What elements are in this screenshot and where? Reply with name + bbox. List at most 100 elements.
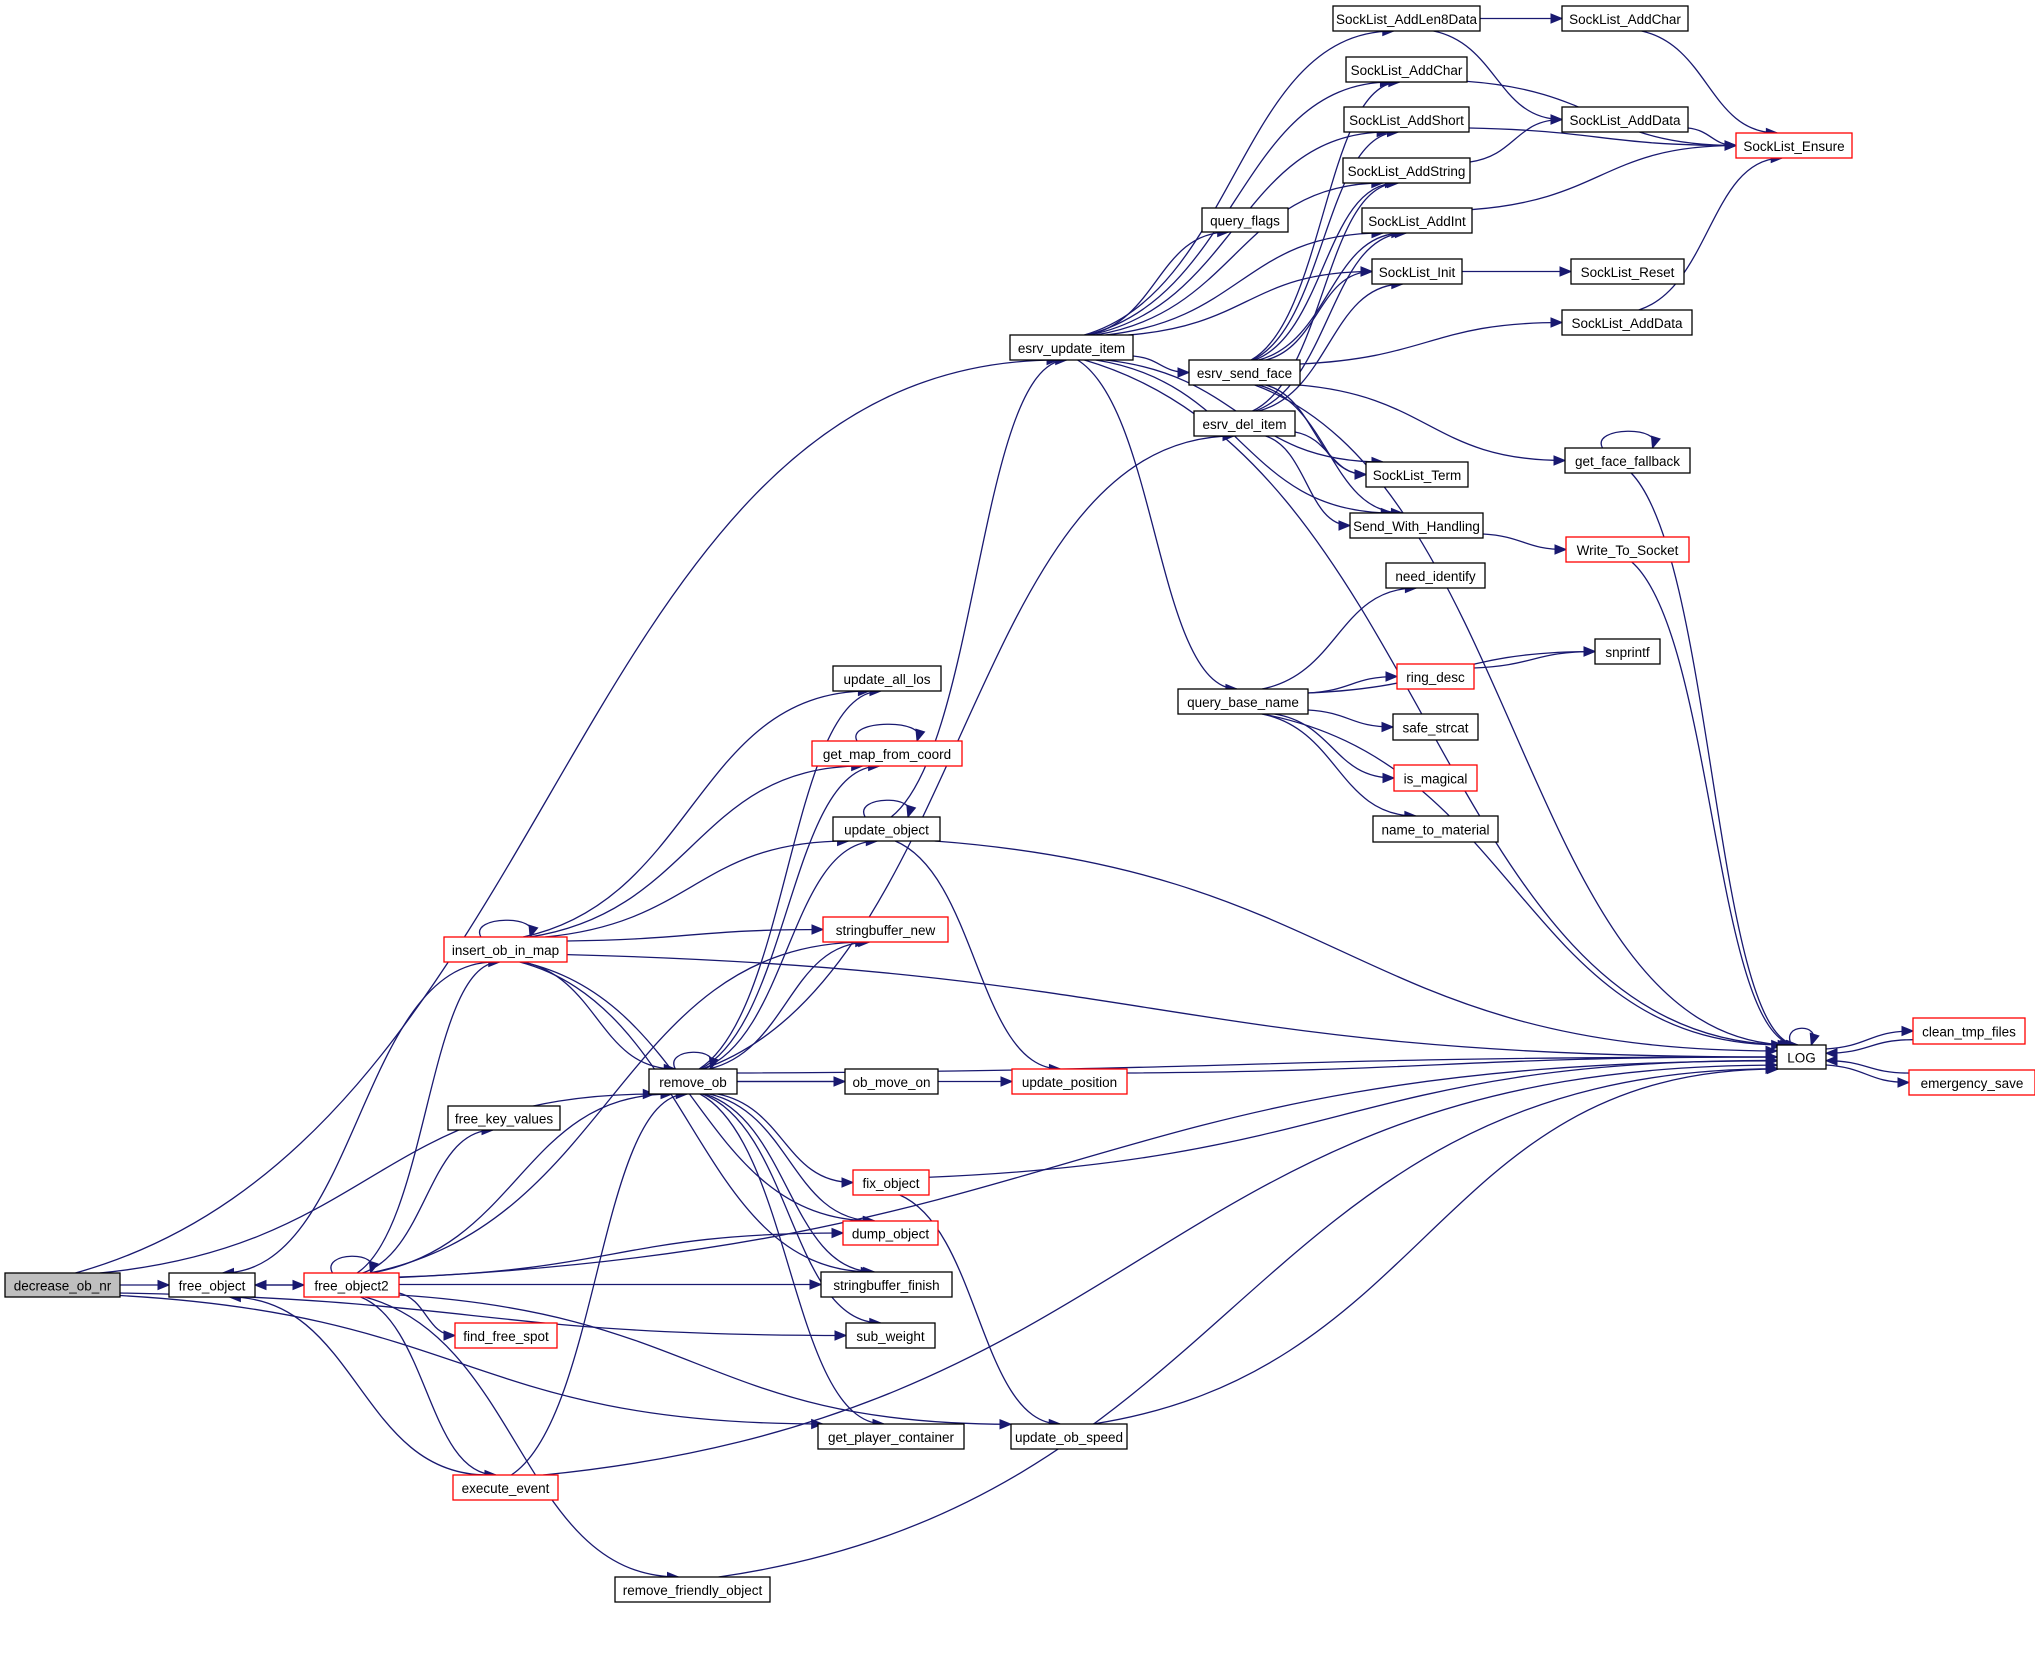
node-socklist-term[interactable]: SockList_Term (1365, 461, 1469, 488)
node-socklist-addshort[interactable]: SockList_AddShort (1343, 106, 1470, 133)
node-box[interactable] (454, 1322, 558, 1349)
node-sub-weight[interactable]: sub_weight (845, 1322, 936, 1349)
node-query-base-name[interactable]: query_base_name (1177, 688, 1309, 715)
node-box[interactable] (1396, 663, 1475, 690)
node-clean-tmp-files[interactable]: clean_tmp_files (1912, 1017, 2026, 1045)
node-socklist-adddata-1[interactable]: SockList_AddData (1561, 106, 1689, 133)
node-box[interactable] (1371, 258, 1463, 285)
node-remove-ob[interactable]: remove_ob (648, 1068, 738, 1095)
node-update-position[interactable]: update_position (1011, 1068, 1128, 1095)
node-box[interactable] (832, 816, 941, 842)
node-socklist-addchar-1[interactable]: SockList_AddChar (1345, 56, 1468, 83)
node-free-key-values[interactable]: free_key_values (447, 1105, 561, 1131)
node-box[interactable] (1193, 410, 1296, 437)
node-stringbuffer-finish[interactable]: stringbuffer_finish (820, 1271, 953, 1298)
node-box[interactable] (168, 1272, 256, 1298)
node-get-map-from-coord[interactable]: get_map_from_coord (811, 740, 963, 767)
node-box[interactable] (648, 1068, 738, 1095)
node-box[interactable] (1561, 5, 1689, 32)
node-socklist-adddata-2[interactable]: SockList_AddData (1561, 309, 1693, 336)
node-socklist-ensure[interactable]: SockList_Ensure (1735, 132, 1853, 159)
node-box[interactable] (1561, 309, 1693, 336)
node-socklist-reset[interactable]: SockList_Reset (1570, 258, 1685, 285)
node-find-free-spot[interactable]: find_free_spot (454, 1322, 558, 1349)
node-update-all-los[interactable]: update_all_los (832, 665, 942, 692)
node-box[interactable] (1392, 713, 1479, 741)
node-write-to-socket[interactable]: Write_To_Socket (1565, 536, 1690, 563)
node-name-to-material[interactable]: name_to_material (1372, 815, 1499, 843)
node-box[interactable] (1342, 157, 1471, 184)
node-socklist-addint[interactable]: SockList_AddInt (1361, 207, 1473, 234)
node-box[interactable] (1332, 5, 1481, 32)
node-esrv-del-item[interactable]: esrv_del_item (1193, 410, 1296, 437)
node-fix-object[interactable]: fix_object (852, 1169, 930, 1196)
node-is-magical[interactable]: is_magical (1393, 764, 1478, 792)
node-box[interactable] (845, 1322, 936, 1349)
node-get-face-fallback[interactable]: get_face_fallback (1564, 447, 1691, 474)
node-update-ob-speed[interactable]: update_ob_speed (1010, 1423, 1128, 1450)
node-box[interactable] (1009, 334, 1134, 361)
node-box[interactable] (842, 1220, 939, 1246)
node-snprintf[interactable]: snprintf (1594, 638, 1661, 665)
node-box[interactable] (822, 916, 949, 943)
node-emergency-save[interactable]: emergency_save (1908, 1069, 2035, 1096)
node-box[interactable] (4, 1272, 121, 1298)
node-box[interactable] (1349, 512, 1484, 539)
node-box[interactable] (1393, 764, 1478, 792)
node-box[interactable] (1908, 1069, 2035, 1096)
node-need-identify[interactable]: need_identify (1385, 562, 1486, 589)
node-box[interactable] (303, 1272, 400, 1298)
node-insert-ob-in-map[interactable]: insert_ob_in_map (443, 936, 568, 963)
node-box[interactable] (1177, 688, 1309, 715)
node-box[interactable] (817, 1423, 965, 1450)
node-box[interactable] (844, 1068, 939, 1095)
node-box[interactable] (452, 1474, 559, 1501)
node-box[interactable] (832, 665, 942, 692)
node-box[interactable] (443, 936, 568, 963)
node-box[interactable] (1011, 1068, 1128, 1095)
node-box[interactable] (1594, 638, 1661, 665)
node-safe-strcat[interactable]: safe_strcat (1392, 713, 1479, 741)
node-ob-move-on[interactable]: ob_move_on (844, 1068, 939, 1095)
node-box[interactable] (820, 1271, 953, 1298)
node-stringbuffer-new[interactable]: stringbuffer_new (822, 916, 949, 943)
node-box[interactable] (1201, 207, 1289, 233)
node-log[interactable]: LOG (1776, 1044, 1827, 1070)
node-socklist-addlen8data[interactable]: SockList_AddLen8Data (1332, 5, 1481, 32)
node-decrease-ob-nr[interactable]: decrease_ob_nr (4, 1272, 121, 1298)
node-box[interactable] (852, 1169, 930, 1196)
node-remove-friendly-object[interactable]: remove_friendly_object (614, 1576, 771, 1603)
node-esrv-send-face[interactable]: esrv_send_face (1188, 359, 1301, 386)
node-box[interactable] (1385, 562, 1486, 589)
node-query-flags[interactable]: query_flags (1201, 207, 1289, 233)
node-execute-event[interactable]: execute_event (452, 1474, 559, 1501)
node-box[interactable] (811, 740, 963, 767)
node-box[interactable] (1343, 106, 1470, 133)
node-dump-object[interactable]: dump_object (842, 1220, 939, 1246)
node-box[interactable] (1912, 1017, 2026, 1045)
node-box[interactable] (614, 1576, 771, 1603)
node-box[interactable] (447, 1105, 561, 1131)
node-box[interactable] (1372, 815, 1499, 843)
node-socklist-addstring[interactable]: SockList_AddString (1342, 157, 1471, 184)
node-box[interactable] (1365, 461, 1469, 488)
node-box[interactable] (1776, 1044, 1827, 1070)
node-box[interactable] (1561, 106, 1689, 133)
node-free-object[interactable]: free_object (168, 1272, 256, 1298)
node-socklist-addchar-2[interactable]: SockList_AddChar (1561, 5, 1689, 32)
node-send-with-handling[interactable]: Send_With_Handling (1349, 512, 1484, 539)
node-socklist-init[interactable]: SockList_Init (1371, 258, 1463, 285)
node-ring-desc[interactable]: ring_desc (1396, 663, 1475, 690)
node-box[interactable] (1345, 56, 1468, 83)
node-box[interactable] (1564, 447, 1691, 474)
node-box[interactable] (1361, 207, 1473, 234)
node-box[interactable] (1735, 132, 1853, 159)
node-esrv-update-item[interactable]: esrv_update_item (1009, 334, 1134, 361)
node-get-player-container[interactable]: get_player_container (817, 1423, 965, 1450)
node-box[interactable] (1010, 1423, 1128, 1450)
node-box[interactable] (1570, 258, 1685, 285)
node-box[interactable] (1565, 536, 1690, 563)
node-box[interactable] (1188, 359, 1301, 386)
node-free-object2[interactable]: free_object2 (303, 1272, 400, 1298)
node-update-object[interactable]: update_object (832, 816, 941, 842)
